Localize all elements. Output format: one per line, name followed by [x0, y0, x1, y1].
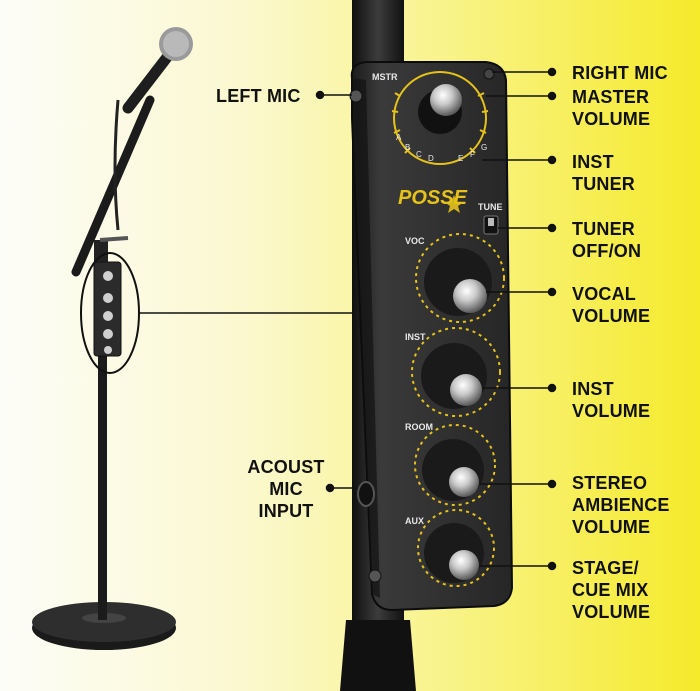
- room-knob[interactable]: [414, 424, 496, 506]
- callout-tuner-line1: TUNER: [572, 219, 635, 239]
- callout-stage-line1: STAGE/: [572, 558, 639, 578]
- callout-acoust-line3: INPUT: [258, 501, 314, 521]
- callout-inst-vol-line2: VOLUME: [572, 401, 651, 421]
- callout-right-mic-text: RIGHT MIC: [572, 63, 668, 83]
- callout-vocal-line2: VOLUME: [572, 306, 651, 326]
- callout-acoust-mic-input: ACOUST MIC INPUT: [240, 456, 332, 522]
- callout-stage-cue-mix: STAGE/ CUE MIX VOLUME: [572, 557, 650, 623]
- pole-clamp: [340, 620, 416, 691]
- callout-vocal-line1: VOCAL: [572, 284, 636, 304]
- svg-text:D: D: [428, 154, 434, 163]
- callout-inst-tuner: INST TUNER: [572, 151, 635, 195]
- callout-inst-tuner-line1: INST: [572, 152, 614, 172]
- callout-left-mic-text: LEFT MIC: [216, 86, 301, 106]
- svg-text:B: B: [405, 143, 410, 152]
- callout-left-mic: LEFT MIC: [216, 85, 301, 107]
- callout-tuner-line2: OFF/ON: [572, 241, 642, 261]
- callout-tuner-off-on: TUNER OFF/ON: [572, 218, 641, 262]
- callout-acoust-line1: ACOUST: [247, 457, 325, 477]
- tuner-note-scale: A B C D E F G: [396, 133, 487, 163]
- callout-inst-vol-line1: INST: [572, 379, 614, 399]
- svg-text:C: C: [416, 150, 422, 159]
- voc-knob[interactable]: [415, 233, 505, 323]
- callout-stereo-line3: VOLUME: [572, 517, 651, 537]
- inst-label: INST: [405, 332, 426, 342]
- mstr-label: MSTR: [372, 72, 398, 82]
- mic-stand-illustration: [32, 27, 193, 650]
- inst-knob[interactable]: [411, 327, 501, 417]
- callout-right-mic: RIGHT MIC: [572, 62, 668, 84]
- svg-text:F: F: [470, 150, 475, 159]
- svg-text:A: A: [396, 133, 402, 142]
- callout-inst-volume: INST VOLUME: [572, 378, 650, 422]
- callout-master-line2: VOLUME: [572, 109, 651, 129]
- logo-star-icon: [444, 195, 464, 213]
- callout-master-volume: MASTER VOLUME: [572, 86, 650, 130]
- callout-acoust-line2: MIC: [269, 479, 303, 499]
- callout-inst-tuner-line2: TUNER: [572, 174, 635, 194]
- callout-vocal-volume: VOCAL VOLUME: [572, 283, 650, 327]
- svg-text:G: G: [481, 143, 487, 152]
- callout-master-line1: MASTER: [572, 87, 650, 107]
- aux-label: AUX: [405, 516, 424, 526]
- tune-label: TUNE: [478, 202, 503, 212]
- callout-stereo-line1: STEREO: [572, 473, 648, 493]
- callout-lines: [315, 67, 557, 571]
- room-label: ROOM: [405, 422, 433, 432]
- callout-stereo-line2: AMBIENCE: [572, 495, 670, 515]
- brand-logo: POSSE: [398, 187, 468, 209]
- svg-text:E: E: [458, 154, 463, 163]
- voc-label: VOC: [405, 236, 425, 246]
- callout-stage-line3: VOLUME: [572, 602, 651, 622]
- callout-stereo-ambience: STEREO AMBIENCE VOLUME: [572, 472, 670, 538]
- mixer-device: [349, 61, 514, 612]
- aux-knob[interactable]: [417, 509, 495, 587]
- callout-stage-line2: CUE MIX: [572, 580, 649, 600]
